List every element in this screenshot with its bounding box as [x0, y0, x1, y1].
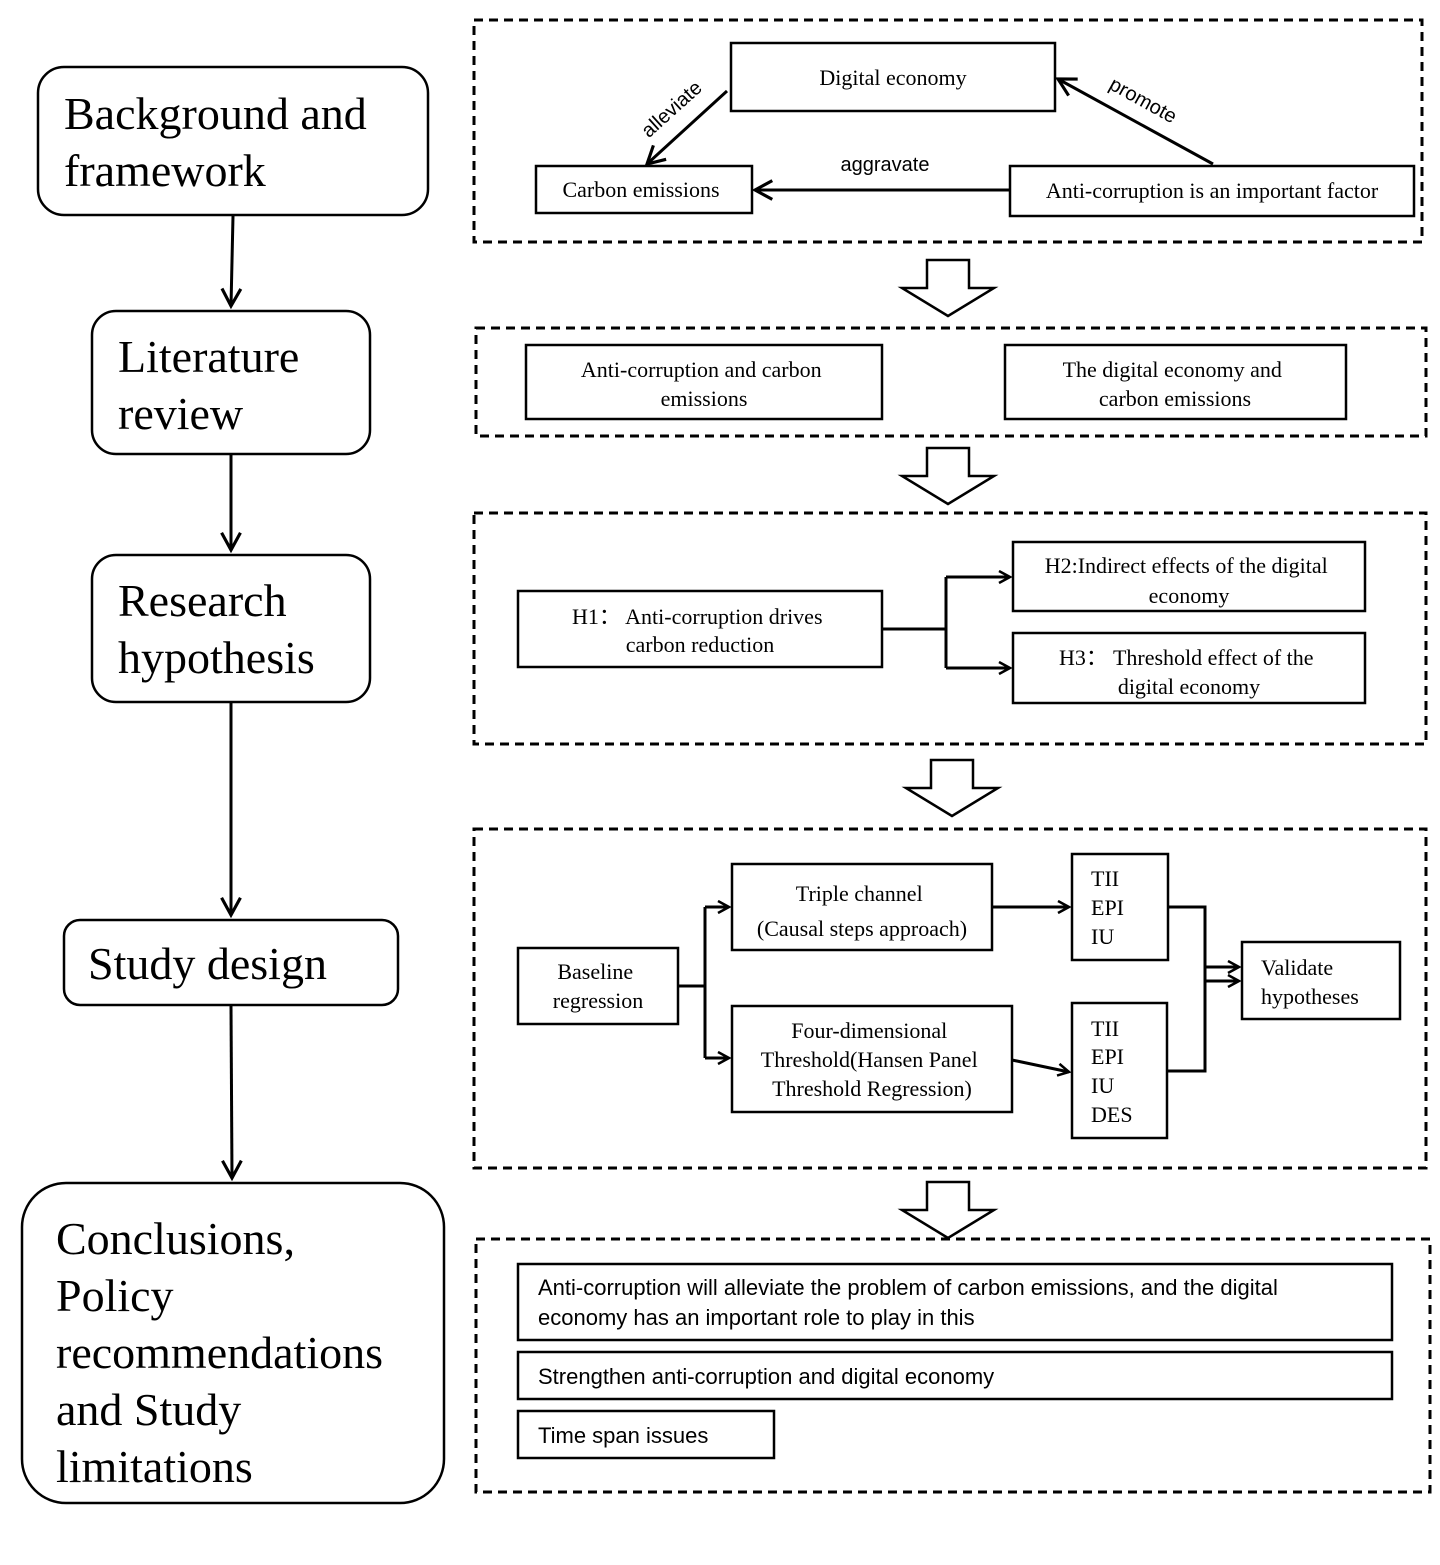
conclusion-1-box [516, 1262, 1394, 1342]
stage-arrow-1 [231, 215, 233, 306]
carbon-emissions-box [534, 164, 754, 215]
carbon-emissions-label: Carbon emissions [562, 177, 719, 202]
stage-hypothesis-box [90, 553, 372, 704]
flow-arrow-4 [897, 1180, 999, 1240]
h2-label: H2:Indirect effects of the digital econo… [1045, 553, 1334, 608]
promote-label: promote [1105, 73, 1180, 128]
h1-label: H1： Anti-corruption drives carbon reduct… [572, 604, 828, 657]
h3-box [1011, 631, 1367, 705]
flow-arrow-3 [901, 758, 1003, 818]
literature-right-label: The digital economy and carbon emissions [1063, 357, 1288, 411]
literature-panel [474, 326, 1428, 438]
four-to-vars-arrow [1011, 1058, 1069, 1072]
conclusion-3-box [516, 1409, 776, 1460]
h2-box [1011, 540, 1367, 613]
stage-arrow-4 [231, 1005, 232, 1178]
stage-design-box [62, 918, 400, 1007]
h1-box [516, 589, 884, 669]
alleviate-label: alleviate [637, 77, 706, 142]
stage-hypothesis-label: Research hypothesis [118, 575, 315, 683]
vars1-label: TII EPI IU [1091, 866, 1130, 949]
literature-left-box [524, 343, 884, 421]
flow-arrow-2 [897, 446, 999, 506]
h3-label: H3： Threshold effect of the digital econ… [1059, 645, 1319, 699]
vars-merge-bracket [1167, 905, 1207, 1073]
conclusions-panel [474, 1237, 1432, 1494]
alleviate-arrow [647, 89, 729, 164]
conclusion-2-box [516, 1350, 1394, 1401]
literature-right-box [1003, 343, 1348, 421]
baseline-label: Baseline regression [553, 959, 643, 1013]
framework-panel [472, 18, 1424, 244]
baseline-box [516, 946, 680, 1026]
conclusion-1-label: Anti-corruption will alleviate the probl… [538, 1275, 1284, 1330]
flow-arrow-1 [897, 258, 999, 318]
digital-economy-box [729, 41, 1057, 113]
conclusion-2-label: Strengthen anti-corruption and digital e… [538, 1364, 994, 1389]
hypothesis-panel [472, 511, 1428, 746]
anti-corruption-factor-label: Anti-corruption is an important factor [1046, 178, 1379, 203]
stage-background-box [36, 65, 430, 217]
conclusion-3-label: Time span issues [538, 1423, 708, 1448]
stage-conclusions-box [20, 1181, 446, 1505]
vars2-label: TII EPI IU DES [1091, 1016, 1133, 1127]
four-dimensional-label: Four-dimensional Threshold(Hansen Panel … [761, 1018, 983, 1101]
literature-left-label: Anti-corruption and carbon emissions [581, 357, 827, 411]
stage-literature-box [90, 309, 372, 456]
triple-channel-label: Triple channel (Causal steps approach) [757, 881, 967, 941]
stage-background-label: Background and framework [64, 88, 378, 196]
stage-conclusions-label: Conclusions, Policy recommendations and … [56, 1213, 395, 1492]
four-dimensional-box [730, 1004, 1014, 1114]
stage-design-label: Study design [88, 938, 327, 989]
digital-economy-label: Digital economy [819, 65, 966, 90]
aggravate-label: aggravate [841, 154, 930, 176]
promote-arrow [1058, 79, 1214, 166]
validate-box [1240, 940, 1402, 1021]
stage-literature-label: Literature review [118, 331, 311, 439]
validate-label: Validate hypotheses [1261, 955, 1359, 1009]
